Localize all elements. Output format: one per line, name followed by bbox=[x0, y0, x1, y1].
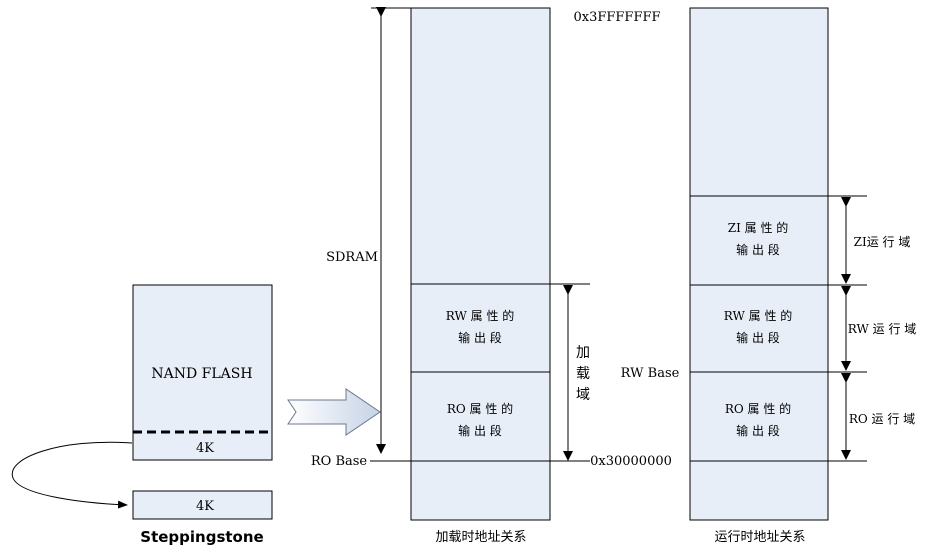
load-rw-line2: 输 出 段 bbox=[458, 330, 502, 345]
rw-base-label: RW Base bbox=[621, 366, 680, 381]
load-ro-segment bbox=[410, 371, 551, 462]
load-sdram-free bbox=[410, 7, 551, 285]
run-ro-line2: 输 出 段 bbox=[736, 423, 780, 438]
copy-curve-arrow bbox=[11, 441, 133, 509]
load-ro-line1: RO 属 性 的 bbox=[447, 401, 513, 416]
ro-region-label: RO 运 行 域 bbox=[849, 412, 915, 426]
run-below-base bbox=[689, 460, 829, 521]
run-rw-segment bbox=[689, 284, 829, 373]
run-zi-line1: ZI 属 性 的 bbox=[728, 220, 789, 235]
run-rw-line2: 输 出 段 bbox=[736, 330, 780, 345]
nand-flash-group: NAND FLASH 4K bbox=[132, 284, 273, 461]
load-region-char-1: 加 bbox=[576, 345, 590, 361]
run-zi-segment bbox=[689, 195, 829, 286]
steppingstone-label: Steppingstone bbox=[140, 528, 263, 546]
run-view: ZI 属 性 的 输 出 段 RW 属 性 的 输 出 段 RO 属 性 的 输… bbox=[621, 7, 917, 545]
ro-base-label: RO Base bbox=[311, 454, 368, 469]
rw-region-label: RW 运 行 域 bbox=[848, 322, 917, 336]
top-address-label: 0x3FFFFFFF bbox=[573, 10, 660, 25]
load-below-base bbox=[410, 460, 551, 521]
run-ro-line1: RO 属 性 的 bbox=[725, 401, 791, 416]
run-zi-line2: 输 出 段 bbox=[736, 242, 780, 257]
run-free-region bbox=[689, 7, 829, 197]
run-rw-line1: RW 属 性 的 bbox=[724, 308, 793, 323]
load-region-char-2: 载 bbox=[576, 366, 590, 382]
nand-4k-label: 4K bbox=[196, 441, 214, 456]
sdram-label: SDRAM bbox=[326, 250, 378, 265]
nand-flash-label: NAND FLASH bbox=[151, 366, 252, 382]
zi-region-label: ZI运 行 域 bbox=[854, 235, 911, 249]
load-arrow-icon bbox=[287, 388, 381, 436]
steppingstone-box bbox=[132, 490, 273, 520]
steppingstone-group: 4K Steppingstone bbox=[132, 490, 273, 546]
load-ro-line2: 输 出 段 bbox=[458, 423, 502, 438]
load-rw-segment bbox=[410, 283, 551, 373]
load-view-caption: 加载时地址关系 bbox=[435, 530, 526, 545]
run-ro-segment bbox=[689, 371, 829, 462]
load-view: RW 属 性 的 输 出 段 RO 属 性 的 输 出 段 SDRAM RO B… bbox=[311, 7, 672, 545]
load-region-char-3: 域 bbox=[576, 387, 590, 403]
run-view-caption: 运行时地址关系 bbox=[714, 530, 805, 545]
load-rw-line1: RW 属 性 的 bbox=[446, 308, 515, 323]
base-address-label: 0x30000000 bbox=[590, 454, 672, 469]
steppingstone-4k-label: 4K bbox=[196, 499, 214, 514]
